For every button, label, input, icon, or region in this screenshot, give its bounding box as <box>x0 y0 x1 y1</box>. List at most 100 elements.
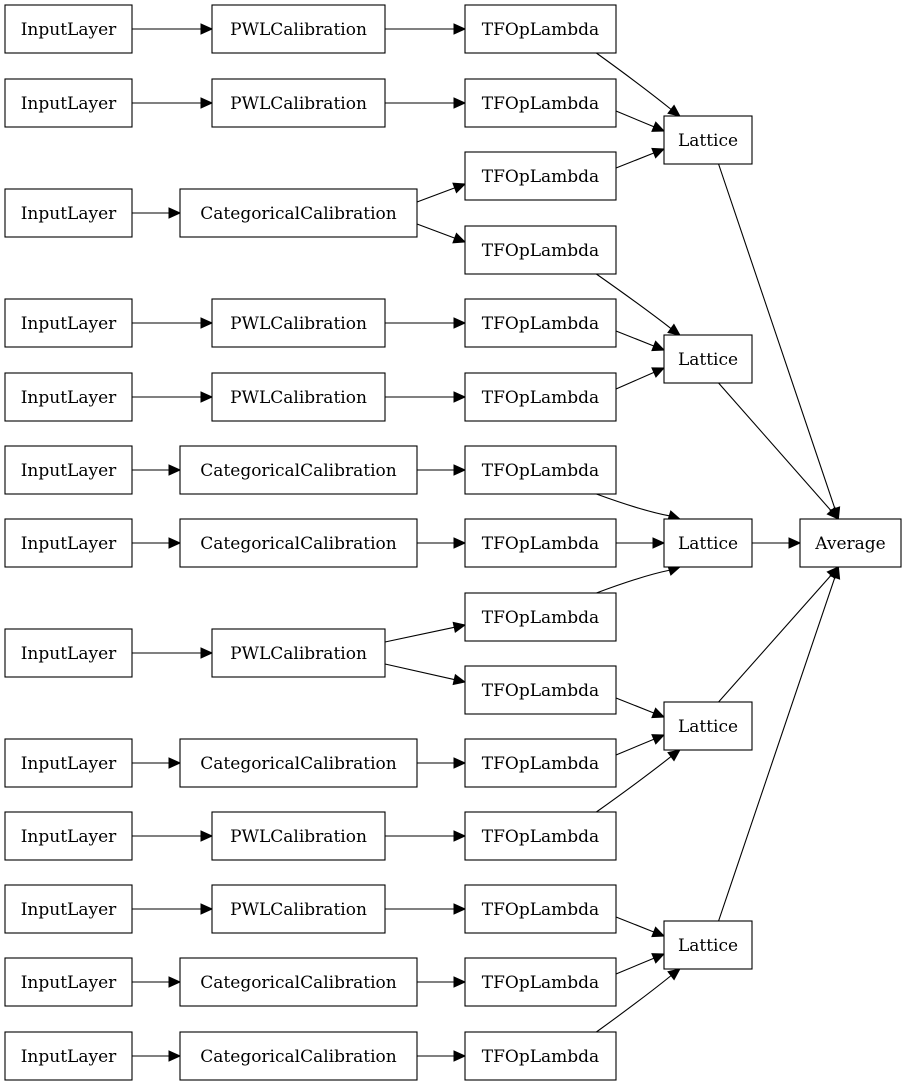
arrowhead-calib_6-to-tfop_7 <box>453 537 467 549</box>
node-box <box>464 738 617 788</box>
node-average: Average <box>799 518 902 568</box>
node-label: InputLayer <box>21 388 117 408</box>
node-box <box>211 628 386 678</box>
arrowhead-input_8-to-calib_8 <box>168 757 182 769</box>
node-label: TFOpLambda <box>482 827 599 847</box>
node-label: TFOpLambda <box>482 94 599 114</box>
node-input-12: InputLayer <box>4 1031 133 1081</box>
node-box <box>4 372 133 422</box>
node-label: CategoricalCalibration <box>200 1047 396 1067</box>
node-box <box>179 957 418 1007</box>
node-label: InputLayer <box>21 754 117 774</box>
arrowhead-tfop_0-to-lattice_0 <box>667 104 681 117</box>
node-label: InputLayer <box>21 534 117 554</box>
node-box <box>211 811 386 861</box>
node-label: Average <box>814 534 885 554</box>
node-label: TFOpLambda <box>482 314 599 334</box>
edge-tfop_1-to-lattice_0 <box>615 110 655 128</box>
arrowhead-tfop_11-to-lattice_3 <box>667 749 681 762</box>
arrowhead-tfop_3-to-lattice_1 <box>667 323 681 336</box>
node-input-9: InputLayer <box>4 811 133 861</box>
arrowhead-input_1-to-calib_1 <box>200 97 214 109</box>
node-tfop-14: TFOpLambda <box>464 1031 617 1081</box>
node-box <box>663 920 753 970</box>
arrowhead-input_5-to-calib_5 <box>168 464 182 476</box>
node-label: CategoricalCalibration <box>200 534 396 554</box>
node-box <box>464 78 617 128</box>
node-box <box>211 884 386 934</box>
arrowhead-input_7-to-calib_7 <box>200 647 214 659</box>
node-input-2: InputLayer <box>4 188 133 238</box>
node-label: PWLCalibration <box>230 644 367 664</box>
node-calib-1: PWLCalibration <box>211 78 386 128</box>
node-box <box>211 78 386 128</box>
arrowhead-input_11-to-calib_11 <box>168 976 182 988</box>
node-box <box>464 518 617 568</box>
node-calib-9: PWLCalibration <box>211 811 386 861</box>
node-box <box>179 738 418 788</box>
node-box <box>4 738 133 788</box>
node-label: PWLCalibration <box>230 314 367 334</box>
node-input-1: InputLayer <box>4 78 133 128</box>
node-box <box>4 1031 133 1081</box>
edge-tfop_6-to-lattice_2 <box>596 493 670 517</box>
arrowhead-tfop_1-to-lattice_0 <box>651 121 666 132</box>
node-tfop-8: TFOpLambda <box>464 592 617 642</box>
node-box <box>211 4 386 54</box>
node-tfop-10: TFOpLambda <box>464 738 617 788</box>
arrowhead-calib_12-to-tfop_14 <box>453 1050 467 1062</box>
node-box <box>464 151 617 201</box>
node-label: PWLCalibration <box>230 94 367 114</box>
arrowhead-input_4-to-calib_4 <box>200 391 214 403</box>
node-box <box>464 811 617 861</box>
edge-calib_7-to-tfop_8 <box>384 626 455 643</box>
node-box <box>464 4 617 54</box>
node-calib-8: CategoricalCalibration <box>179 738 418 788</box>
node-calib-0: PWLCalibration <box>211 4 386 54</box>
arrowhead-tfop_5-to-lattice_1 <box>651 367 666 378</box>
node-box <box>4 884 133 934</box>
node-box <box>4 188 133 238</box>
node-box <box>179 518 418 568</box>
edge-lattice_3-to-average <box>718 574 832 703</box>
edge-tfop_8-to-lattice_2 <box>596 569 670 594</box>
node-tfop-5: TFOpLambda <box>464 372 617 422</box>
node-box <box>663 518 753 568</box>
node-box <box>4 298 133 348</box>
node-calib-12: CategoricalCalibration <box>179 1031 418 1081</box>
node-label: TFOpLambda <box>482 534 599 554</box>
node-label: PWLCalibration <box>230 20 367 40</box>
node-box <box>464 225 617 275</box>
arrowhead-tfop_9-to-lattice_3 <box>651 707 666 719</box>
node-label: Lattice <box>678 131 738 151</box>
node-input-6: InputLayer <box>4 518 133 568</box>
node-box <box>179 188 418 238</box>
arrowhead-input_9-to-calib_9 <box>200 830 214 842</box>
edge-tfop_14-to-lattice_4 <box>596 975 672 1033</box>
edge-tfop_12-to-lattice_4 <box>615 916 654 933</box>
node-label: TFOpLambda <box>482 1047 599 1067</box>
edge-tfop_11-to-lattice_3 <box>596 756 672 813</box>
edge-layer <box>132 23 841 1062</box>
node-box <box>211 298 386 348</box>
node-tfop-2: TFOpLambda <box>464 151 617 201</box>
node-input-3: InputLayer <box>4 298 133 348</box>
node-label: TFOpLambda <box>482 754 599 774</box>
node-calib-4: PWLCalibration <box>211 372 386 422</box>
node-label: Lattice <box>678 717 738 737</box>
node-input-7: InputLayer <box>4 628 133 678</box>
arrowhead-lattice_4-to-average <box>829 565 841 580</box>
node-lattice-4: Lattice <box>663 920 753 970</box>
node-calib-2: CategoricalCalibration <box>179 188 418 238</box>
arrowhead-calib_3-to-tfop_4 <box>453 317 467 329</box>
edge-calib_2-to-tfop_2 <box>416 187 455 203</box>
arrowhead-input_10-to-calib_10 <box>200 903 214 915</box>
arrowhead-calib_0-to-tfop_0 <box>453 23 467 35</box>
node-input-0: InputLayer <box>4 4 133 54</box>
node-label: CategoricalCalibration <box>200 204 396 224</box>
node-label: TFOpLambda <box>482 241 599 261</box>
edge-tfop_10-to-lattice_3 <box>615 738 655 756</box>
edge-calib_2-to-tfop_3 <box>416 223 455 239</box>
node-tfop-6: TFOpLambda <box>464 445 617 495</box>
